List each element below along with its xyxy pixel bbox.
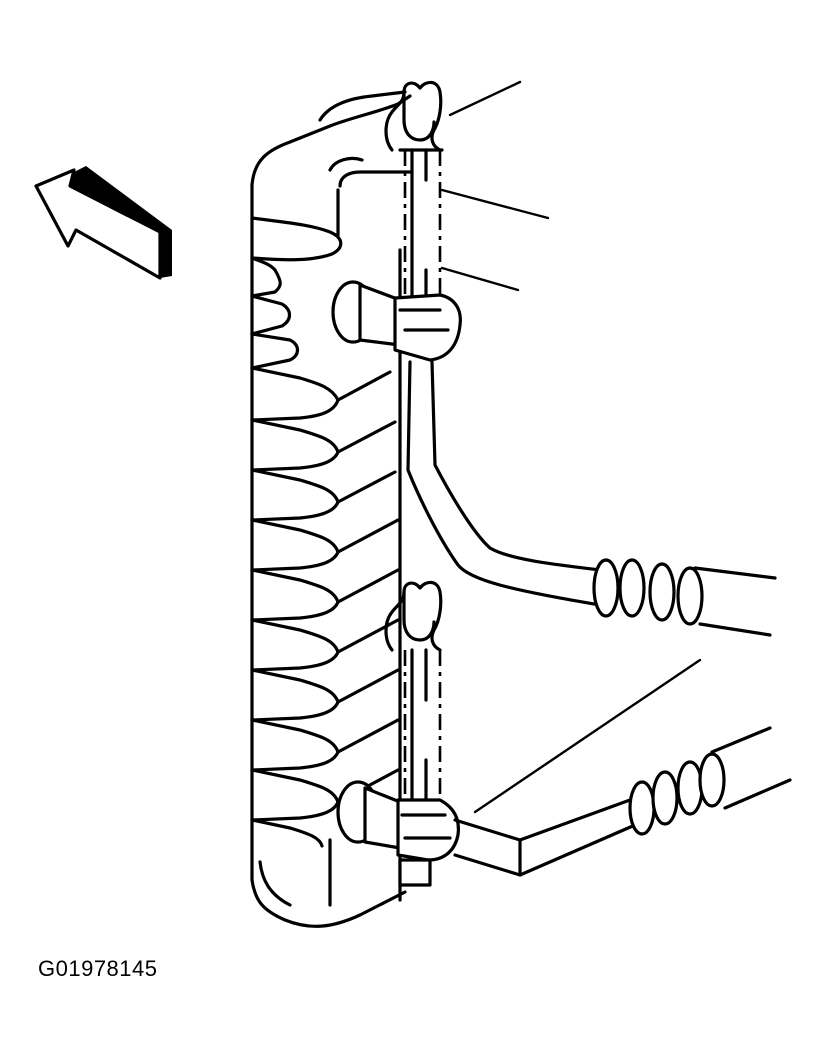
upper-cooler-fitting <box>331 280 462 362</box>
upper-cooler-line <box>406 360 777 637</box>
direction-arrow <box>34 166 172 280</box>
lower-cooler-fitting <box>336 780 461 887</box>
leader-lines <box>440 80 702 814</box>
radiator-tank <box>250 90 414 928</box>
lower-retaining-clip <box>384 580 443 802</box>
figure-id-label: G01978145 <box>38 956 158 981</box>
lower-cooler-line <box>453 726 792 877</box>
upper-retaining-clip <box>384 80 444 310</box>
upper-line-ferrules <box>592 558 704 626</box>
lower-line-ferrules <box>628 752 726 836</box>
